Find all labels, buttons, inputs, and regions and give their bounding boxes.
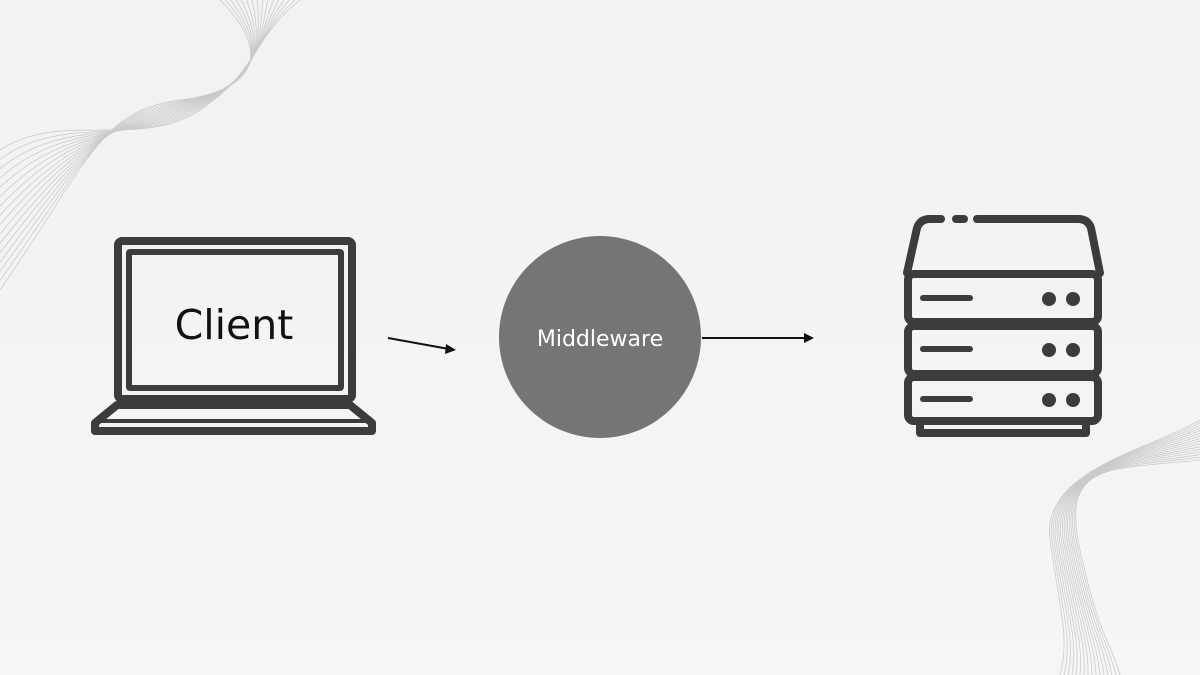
decor-line (1052, 424, 1200, 675)
laptop-icon (91, 237, 376, 435)
decor-line (0, 0, 295, 160)
decor-line (0, 0, 269, 207)
decorative-waves-bottom-right (1049, 419, 1200, 675)
decor-line (1072, 454, 1200, 675)
decor-line (0, 0, 254, 263)
arrow-middleware-to-server (702, 333, 814, 343)
decorative-waves-top-left (0, 0, 301, 291)
decor-line (0, 0, 255, 253)
decor-line (0, 0, 280, 188)
decor-line (1067, 446, 1200, 675)
decor-line (1049, 419, 1200, 675)
decor-line (0, 0, 290, 169)
decor-line (1054, 427, 1200, 675)
decor-line (0, 0, 301, 151)
decor-line (1073, 456, 1200, 675)
decor-line (0, 0, 257, 235)
arrow-client-to-middleware (387, 337, 456, 354)
middleware-label: Middleware (537, 327, 663, 352)
decor-line (0, 0, 251, 291)
decor-line (1050, 422, 1200, 675)
decor-line (1058, 432, 1200, 675)
client-label: Client (175, 301, 294, 349)
decor-line (1060, 435, 1200, 675)
server-rack-icon (903, 215, 1104, 437)
decor-line (1068, 448, 1200, 675)
decor-line (1063, 440, 1200, 675)
decor-line (0, 0, 256, 244)
decor-line (0, 0, 253, 272)
server-indicator-leds (1042, 292, 1080, 407)
decor-line (1061, 438, 1200, 675)
decor-line (1075, 459, 1200, 675)
decor-line (0, 0, 259, 225)
decor-line (0, 0, 274, 197)
decor-line (1056, 430, 1200, 675)
decor-line (1070, 451, 1200, 675)
decor-line (0, 0, 285, 179)
decor-line (1065, 443, 1200, 675)
decor-line (0, 0, 252, 281)
decor-line (0, 0, 264, 216)
middleware-node (499, 236, 701, 438)
